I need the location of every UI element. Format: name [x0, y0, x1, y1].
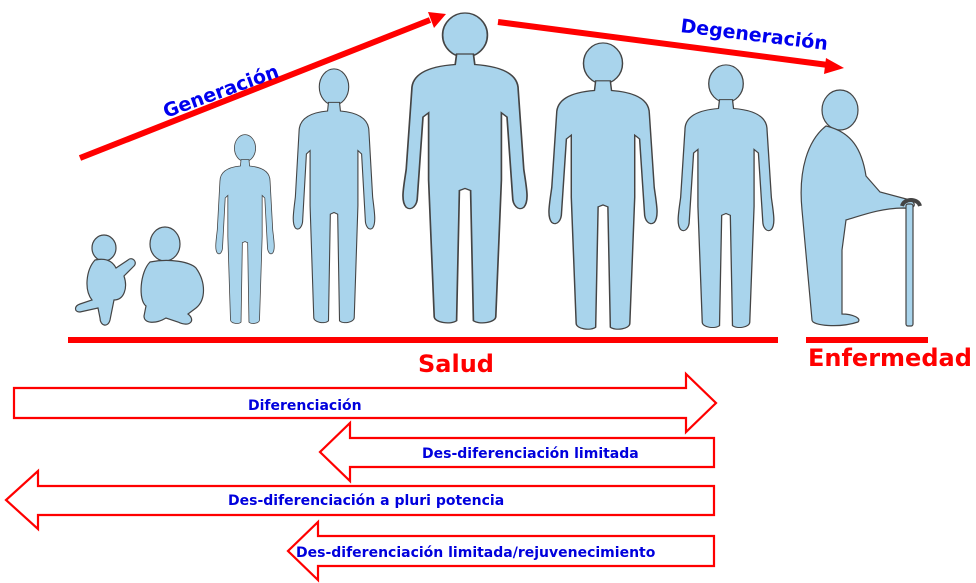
process-label-1: Des-diferenciación limitada — [422, 446, 639, 462]
arrow-differentiation — [14, 374, 716, 432]
process-label-2: Des-diferenciación a pluri potencia — [228, 493, 504, 509]
figure-elderly-with-cane — [801, 90, 920, 326]
health-label: Salud — [418, 350, 494, 378]
generation-label: Generación — [160, 60, 282, 122]
figure-middle-aged — [549, 43, 657, 329]
figure-crawling-baby — [76, 235, 136, 325]
process-label-0: Diferenciación — [248, 398, 362, 414]
figure-adult — [403, 13, 527, 323]
generation-arrowhead — [428, 12, 446, 28]
degeneration-arrowhead — [824, 58, 844, 74]
figure-child — [216, 135, 274, 324]
figure-teen — [293, 69, 375, 323]
process-label-3: Des-diferenciación limitada/rejuvenecimi… — [296, 545, 656, 561]
disease-label: Enfermedad — [808, 344, 972, 372]
figure-older-adult — [678, 65, 774, 328]
figure-sitting-toddler — [141, 227, 203, 324]
cane — [906, 204, 913, 326]
